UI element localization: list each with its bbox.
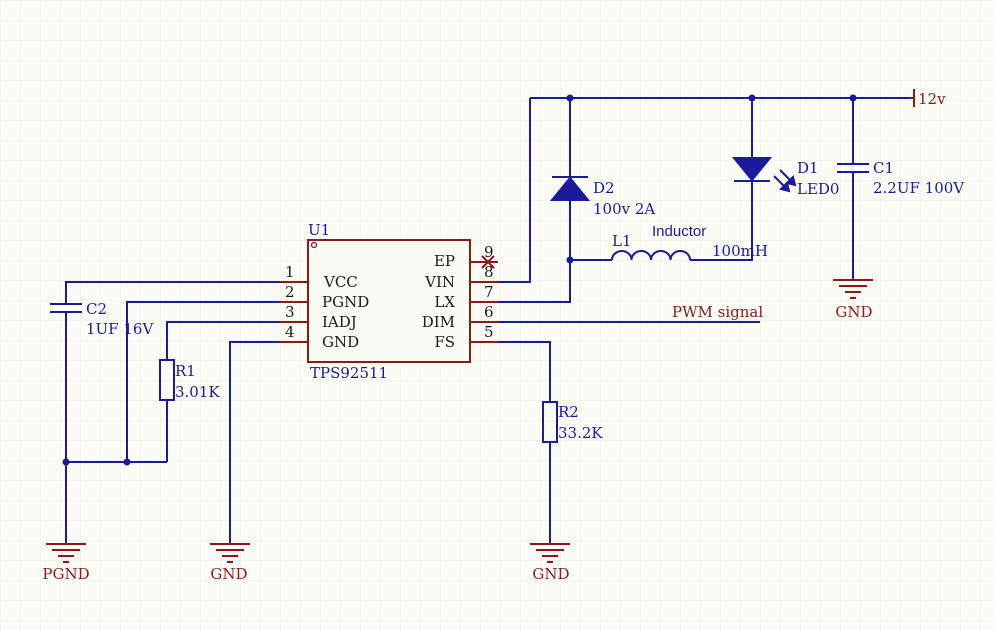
pin-num: 9 [484,243,494,261]
inductor-l1[interactable]: L1 Inductor 100mH [611,223,768,261]
pin-name: PGND [322,293,369,311]
pgnd-label: PGND [42,565,89,583]
pin-num: 1 [285,263,295,281]
pin-name: IADJ [322,313,357,331]
pin-num: 7 [484,283,494,301]
resistor-r2[interactable]: R2 33.2K [542,401,603,443]
l1-ref: L1 [612,232,632,250]
no-connect-marker [481,255,495,269]
ic-ref: U1 [308,221,330,239]
l1-type: Inductor [652,223,706,240]
pin-name: DIM [422,313,455,331]
r2-ref: R2 [558,403,579,421]
l1-value: 100mH [712,242,768,260]
ic-u1[interactable]: U1 TPS92511 1 2 3 4 VCC PGND IADJ GND 9 … [280,221,498,382]
pin1-marker [310,241,318,249]
d1-value: LED0 [797,180,839,198]
c2-ref: C2 [86,300,107,318]
pin-num: 3 [285,303,295,321]
d2-ref: D2 [593,179,615,197]
capacitor-c1[interactable]: C1 2.2UF 100V [837,159,965,197]
led-d1[interactable]: D1 LED0 [731,157,839,198]
diode-d2[interactable]: D2 100v 2A [549,176,655,218]
ground-gnd-u1[interactable]: GND [210,542,250,583]
supply-label: 12v [918,90,946,108]
d1-ref: D1 [797,159,819,177]
pin-name: VCC [323,273,358,291]
ground-gnd-r2[interactable]: GND [530,542,570,583]
junctions [62,94,857,466]
pin-num: 6 [484,303,494,321]
pwm-net-label: PWM signal [672,303,763,321]
gnd-label: GND [835,303,872,321]
ic-part: TPS92511 [310,364,388,382]
r1-ref: R1 [175,362,196,380]
wires [65,97,910,542]
ground-gnd-c1[interactable]: GND [833,278,873,321]
pin-num: 4 [285,323,295,341]
c2-value: 1UF 16V [86,320,154,338]
pin-name: VIN [424,273,455,291]
pin-num: 2 [285,283,295,301]
r2-value: 33.2K [558,424,603,442]
pin-name: FS [434,333,455,351]
ground-pgnd[interactable]: PGND [42,542,90,583]
capacitor-c2[interactable]: C2 1UF 16V [50,300,154,338]
pin-num: 8 [484,263,494,281]
pin-name: GND [322,333,359,351]
r1-value: 3.01K [175,383,220,401]
c1-value: 2.2UF 100V [873,179,965,197]
pin-name: LX [434,293,455,311]
pin-name: EP [434,252,455,270]
gnd-label: GND [532,565,569,583]
resistor-r1[interactable]: R1 3.01K [159,359,220,401]
gnd-label: GND [210,565,247,583]
d2-value: 100v 2A [593,200,655,218]
c1-ref: C1 [873,159,894,177]
power-port-12v[interactable]: 12v [910,89,946,108]
pin-num: 5 [484,323,494,341]
